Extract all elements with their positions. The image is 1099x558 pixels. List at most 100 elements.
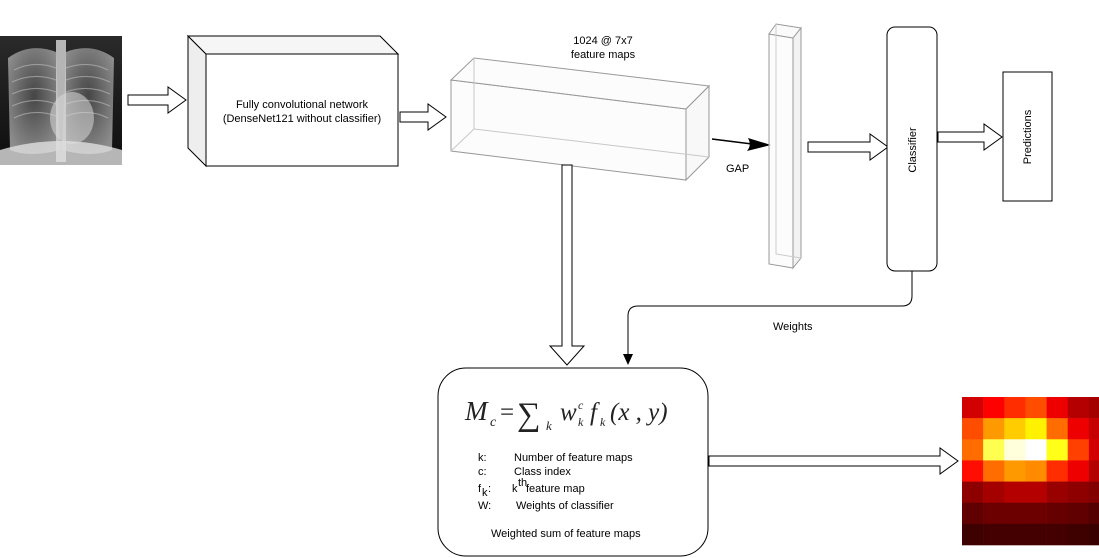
heatmap-cell	[983, 481, 1005, 504]
fcn-label-line1: Fully convolutional network	[236, 99, 369, 111]
heatmap-cell	[1025, 418, 1047, 440]
heatmap-cell	[1067, 523, 1090, 546]
classifier-box: Classifier	[886, 26, 938, 272]
heatmap-cell	[1004, 502, 1026, 525]
heatmap-cell	[1088, 502, 1099, 525]
formula-sigma: ∑	[517, 397, 541, 433]
gap-arrow: GAP	[711, 138, 771, 175]
arrow-classifier-to-predictions	[937, 123, 1003, 151]
feature-maps-label-line2: feature maps	[571, 49, 636, 61]
legend-key-k: k:	[478, 452, 487, 464]
heatmap-cell	[1088, 439, 1099, 461]
legend-key-fk-subscript: k	[482, 487, 488, 499]
legend-text-c: Class index	[514, 466, 571, 478]
predictions-box: Predictions	[1002, 71, 1053, 202]
cam-summary-label: Weighted sum of feature maps	[491, 528, 641, 540]
legend-text-w: Weights of classifier	[516, 500, 614, 512]
heatmap-cell	[1025, 460, 1047, 482]
heatmap-cell	[1025, 397, 1047, 419]
heatmap-cell	[1088, 481, 1099, 504]
heatmap-cell	[1088, 418, 1099, 440]
formula-w-subscript: k	[578, 415, 584, 429]
heatmap-cell	[1067, 439, 1090, 461]
predictions-label: Predictions	[1022, 109, 1034, 164]
heatmap-cell	[1025, 502, 1047, 525]
legend-key-c: c:	[478, 466, 487, 478]
heatmap-cell	[1046, 418, 1069, 440]
weights-label: Weights	[773, 321, 813, 333]
arrow-cam-to-heatmap	[708, 447, 959, 475]
arrow-image-to-fcn	[127, 86, 187, 114]
gap-label: GAP	[726, 163, 749, 175]
gap-vector-prism	[768, 23, 802, 270]
heatmap-cell	[1004, 439, 1026, 461]
heatmap-cell	[1067, 460, 1090, 482]
heatmap-cell	[1046, 460, 1069, 482]
heatmap-cell	[1025, 439, 1047, 461]
arrow-fcn-to-feature-maps	[399, 103, 447, 131]
formula-sigma-subscript: k	[546, 418, 552, 433]
legend-key-fk: f	[478, 483, 482, 495]
formula-f: f	[590, 399, 600, 426]
formula-equals: =	[500, 399, 514, 426]
heatmap-cell	[1004, 460, 1026, 482]
class-activation-heatmap	[962, 397, 1099, 546]
feature-maps-label-line1: 1024 @ 7x7	[573, 35, 633, 47]
heatmap-cell	[1004, 418, 1026, 440]
heatmap-cell	[1088, 523, 1099, 546]
legend-key-w: W:	[478, 500, 491, 512]
heatmap-cell	[1067, 397, 1090, 419]
heatmap-cell	[1046, 502, 1069, 525]
heatmap-cell	[1046, 439, 1069, 461]
heatmap-cell	[1088, 460, 1099, 482]
heatmap-cell	[962, 439, 984, 461]
heatmap-cell	[1067, 418, 1090, 440]
fcn-label-line2: (DenseNet121 without classifier)	[223, 113, 381, 125]
heatmap-cell	[983, 418, 1005, 440]
heatmap-cell	[962, 397, 984, 419]
heatmap-cell	[983, 397, 1005, 419]
legend-text-k: Number of feature maps	[514, 452, 633, 464]
heatmap-cell	[1025, 481, 1047, 504]
fcn-box: Fully convolutional network (DenseNet121…	[186, 34, 400, 168]
heatmap-cell	[1067, 481, 1090, 504]
heatmap-cell	[962, 460, 984, 482]
heatmap-cell	[1046, 523, 1069, 546]
formula-w-superscript: c	[578, 398, 584, 412]
feature-maps-prism: 1024 @ 7x7 feature maps	[449, 35, 711, 182]
cam-formula-box: M c = ∑ k w c k f k (x , y) k: Number of…	[437, 367, 709, 557]
chest-xray-image	[0, 36, 122, 165]
legend-text-fk: k	[512, 483, 518, 495]
arrow-gap-to-classifier	[807, 133, 889, 161]
heatmap-cell	[1004, 481, 1026, 504]
formula-legend: k: Number of feature maps c: Class index…	[478, 452, 641, 540]
heatmap-cell	[962, 523, 984, 546]
heatmap-cell	[1046, 397, 1069, 419]
heatmap-cell	[962, 418, 984, 440]
cam-formula: M c = ∑ k w c k f k (x , y)	[464, 396, 668, 433]
formula-arguments: (x , y)	[610, 399, 668, 426]
heatmap-cell	[962, 502, 984, 525]
heatmap-cell	[1004, 397, 1026, 419]
formula-f-subscript: k	[600, 415, 606, 429]
weights-connector: Weights	[623, 271, 913, 365]
formula-m: M	[464, 396, 489, 426]
formula-m-subscript: c	[490, 415, 497, 430]
heatmap-cell	[983, 460, 1005, 482]
heatmap-cell	[1067, 502, 1090, 525]
heatmap-cell	[1088, 397, 1099, 419]
arrow-feature-maps-to-cam	[548, 164, 586, 366]
heatmap-cell	[1025, 523, 1047, 546]
legend-text-fk-rest: feature map	[526, 483, 585, 495]
heatmap-cell	[962, 481, 984, 504]
formula-w: w	[560, 399, 577, 426]
heatmap-cell	[1046, 481, 1069, 504]
heatmap-cell	[983, 439, 1005, 461]
legend-text-fk-superscript: th	[518, 477, 527, 489]
heatmap-cell	[983, 523, 1005, 546]
heatmap-cell	[983, 502, 1005, 525]
legend-key-fk-colon: :	[488, 483, 491, 495]
heatmap-cell	[1004, 523, 1026, 546]
classifier-label: Classifier	[907, 127, 919, 173]
